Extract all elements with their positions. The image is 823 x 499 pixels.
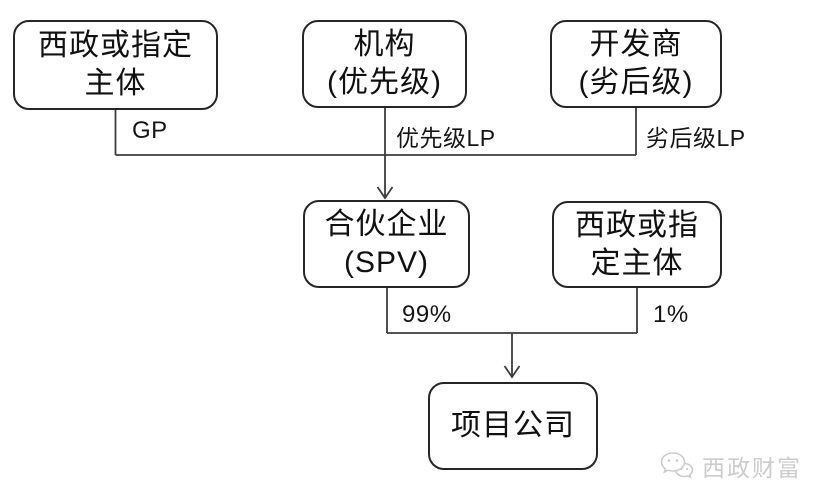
node-label: 西政或指定	[38, 29, 193, 63]
node-label: (优先级)	[327, 66, 442, 99]
edge-label-subordinated-lp: 劣后级LP	[646, 125, 746, 151]
connector-tier1	[114, 108, 637, 200]
arrow-down-icon	[503, 365, 521, 379]
edge-label-senior-lp: 优先级LP	[396, 125, 496, 151]
node-label: 西政或指	[575, 208, 699, 242]
node-label: (SPV)	[343, 246, 429, 279]
node-label: 主体	[84, 67, 147, 100]
node-label: 开发商	[589, 28, 683, 62]
watermark-text: 西政财富	[702, 455, 802, 481]
node-project-company: 项目公司	[428, 382, 598, 470]
edge-label-gp: GP	[132, 117, 168, 144]
node-institution-senior: 机构 (优先级)	[302, 20, 467, 108]
edge-label-1pct: 1%	[653, 301, 689, 328]
node-label: 合伙企业	[324, 208, 449, 242]
node-partnership-spv: 合伙企业 (SPV)	[303, 200, 470, 288]
node-label: 项目公司	[451, 409, 575, 443]
node-developer-subordinated: 开发商 (劣后级)	[550, 20, 722, 108]
wechat-chat-bubbles-icon	[659, 449, 695, 483]
node-designated-entity: 西政或指 定主体	[552, 201, 722, 288]
edge-label-99pct: 99%	[402, 301, 452, 328]
watermark: 西政财富	[659, 449, 802, 483]
node-gp-entity: 西政或指定 主体	[13, 20, 218, 110]
node-label: 机构	[353, 28, 416, 62]
node-label: (劣后级)	[578, 66, 694, 99]
node-label: 定主体	[590, 246, 684, 280]
arrow-down-icon	[376, 186, 394, 200]
